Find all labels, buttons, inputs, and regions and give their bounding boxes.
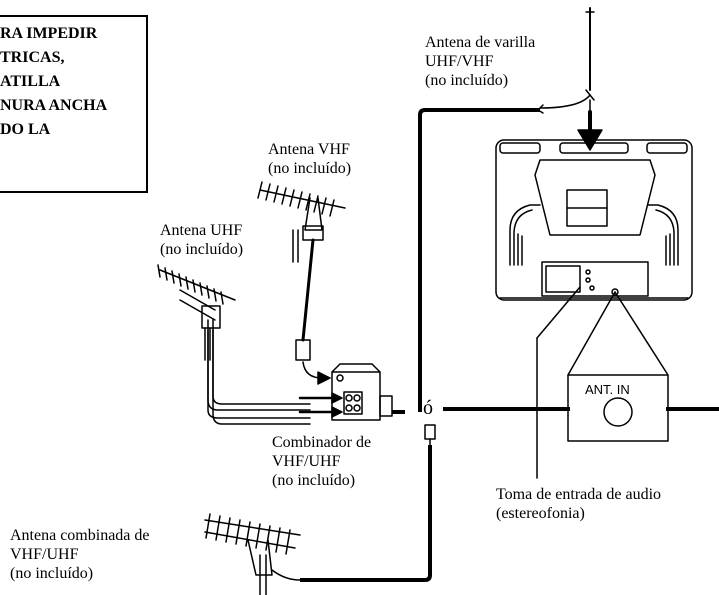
combiner-illustration <box>331 363 393 421</box>
combiner-label: Combinador de VHF/UHF (no incluído) <box>272 433 371 490</box>
label-line: (no incluído) <box>425 72 509 89</box>
warning-box: RA IMPEDIR TRICAS, ATILLA NURA ANCHA DO … <box>0 15 148 193</box>
warning-line: ATILLA <box>0 73 61 90</box>
warning-line: RA IMPEDIR <box>0 25 98 42</box>
label-line: (no incluído) <box>272 472 356 489</box>
label-line: Antena VHF <box>268 141 350 158</box>
audio-jack-leader <box>536 286 581 339</box>
label-line: Toma de entrada de audio <box>496 486 662 503</box>
or-label: ó <box>423 397 433 419</box>
vhf-antenna-illustration <box>257 181 346 361</box>
warning-line: DO LA <box>0 121 51 138</box>
uhf-antenna-label: Antena UHF (no incluído) <box>160 221 243 259</box>
label-line: (estereofonia) <box>496 505 585 522</box>
audio-jack-label: Toma de entrada de audio (estereofonia) <box>496 485 661 523</box>
vhf-antenna-label: Antena VHF (no incluído) <box>268 140 351 178</box>
label-line: Combinador de <box>272 434 372 451</box>
label-line: Antena de varilla <box>425 34 536 51</box>
combo-antenna-label: Antena combinada de VHF/UHF (no incluído… <box>10 526 150 583</box>
label-line: UHF/VHF <box>425 53 494 70</box>
arrow-down-icon <box>577 110 603 151</box>
arrow-right-icon <box>298 392 343 418</box>
warning-line: NURA ANCHA <box>0 97 108 114</box>
label-line: Antena UHF <box>160 222 243 239</box>
label-line: (no incluído) <box>268 160 352 177</box>
label-line: VHF/UHF <box>10 546 79 563</box>
warning-line: TRICAS, <box>0 49 65 66</box>
label-line: (no incluído) <box>160 241 244 258</box>
tv-rear-illustration <box>495 139 693 301</box>
ant-in-callout <box>567 291 669 442</box>
cables <box>300 108 719 582</box>
ant-in-label: ANT. IN <box>585 382 630 397</box>
f-connector-icon <box>424 424 436 447</box>
label-line: (no incluído) <box>10 565 94 582</box>
uhf-antenna-illustration <box>157 264 311 425</box>
rod-antenna-illustration <box>537 7 595 119</box>
rod-antenna-label: Antena de varilla UHF/VHF (no incluído) <box>425 33 535 90</box>
label-line: Antena combinada de <box>10 527 150 544</box>
label-line: VHF/UHF <box>272 453 341 470</box>
combo-antenna-illustration <box>204 513 301 595</box>
